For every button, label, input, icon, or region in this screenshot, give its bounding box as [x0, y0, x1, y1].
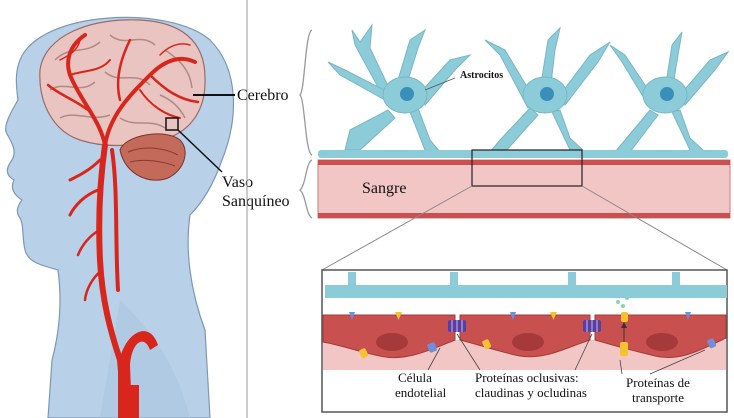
proteinas-oclusivas-line2: claudinas y ocludinas — [475, 385, 587, 400]
astrocyte-1 — [328, 25, 470, 152]
brain — [40, 20, 205, 146]
celula-label-line2: endotelial — [395, 385, 447, 400]
proteinas-transporte-line2: transporte — [632, 390, 684, 405]
proteinas-transporte-line1: Proteínas de — [626, 375, 690, 390]
sangre-label: Sangre — [362, 180, 406, 197]
endfeet-row — [318, 150, 728, 158]
brace-top — [300, 30, 312, 155]
head-illustration — [6, 17, 234, 418]
cerebro-label: Cerebro — [237, 87, 289, 104]
astrocytes — [328, 25, 728, 152]
astrocyte-3-nucleus — [660, 87, 674, 101]
vessel-wall-bottom — [318, 213, 730, 218]
vessel-wall-top — [318, 160, 730, 165]
astrocyte-2-nucleus — [540, 87, 554, 101]
vaso-label-line2: Sanquíneo — [222, 193, 290, 210]
astrocyte-1-nucleus — [400, 87, 414, 101]
astrocitos-label: Astrocitos — [460, 70, 503, 81]
astrocyte-3 — [610, 32, 728, 152]
celula-label-line1: Célula — [398, 370, 432, 385]
proteinas-oclusivas-line1: Proteínas oclusivas: — [475, 370, 579, 385]
brace-bottom — [300, 160, 312, 218]
vaso-label-line1: Vaso — [222, 174, 253, 191]
astrocyte-2 — [485, 28, 610, 152]
